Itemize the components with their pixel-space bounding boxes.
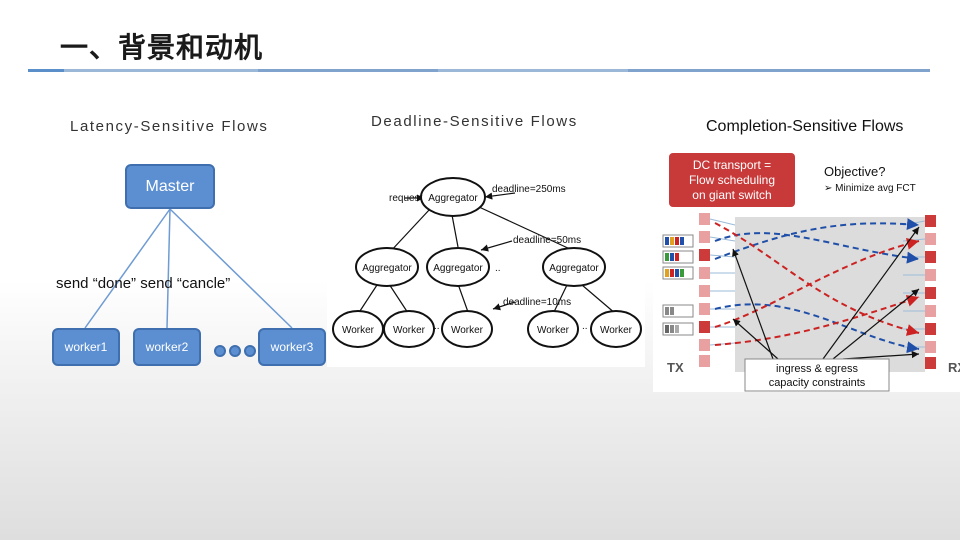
switch-fabric (735, 217, 925, 372)
constraint-line: capacity constraints (769, 377, 866, 389)
worker-label: Worker (451, 325, 484, 336)
worker2-node: worker2 (133, 328, 201, 366)
latency-heading: Latency-Sensitive Flows (70, 118, 269, 135)
objective-title: Objective? (824, 164, 885, 179)
tx-label: TX (667, 360, 684, 375)
master-node: Master (125, 164, 215, 209)
aggregator-label: Aggregator (549, 263, 599, 274)
flow-blue (714, 218, 920, 260)
send-messages-label: send “done” send “cancle” (56, 275, 231, 292)
ellipsis-label: .. (495, 263, 501, 274)
deadline-250-label: deadline=250ms (492, 184, 566, 195)
rx-label: RX (948, 360, 960, 375)
constraint-line: ingress & egress (776, 363, 858, 375)
deadline-10-label: deadline=10ms (503, 297, 571, 308)
worker1-node: worker1 (52, 328, 120, 366)
deadline-heading: Deadline-Sensitive Flows (371, 113, 578, 130)
ellipsis-dot (214, 345, 226, 357)
giant-switch-panel: DC transport = Flow scheduling on giant … (653, 149, 960, 392)
dc-box-line: Flow scheduling (689, 173, 775, 187)
aggregator-label: Aggregator (362, 263, 412, 274)
dc-transport-box (669, 153, 795, 207)
worker3-node: worker3 (258, 328, 326, 366)
title-divider (28, 69, 930, 72)
tx-ports (699, 213, 710, 367)
flow-red (714, 295, 920, 346)
slide-title: 一、背景和动机 (60, 31, 264, 64)
ellipsis-dot (229, 345, 241, 357)
aggregator-tree: request Aggregator deadline=250ms deadli… (332, 177, 642, 348)
constraint-box (744, 358, 890, 392)
objective-item: ➢ Minimize avg FCT (824, 183, 916, 194)
giant-switch-figure: DC transport = Flow scheduling on giant … (662, 153, 960, 392)
worker-label: Worker (537, 325, 570, 336)
deadline-50-label: deadline=50ms (513, 235, 581, 246)
dc-box-line: DC transport = (693, 158, 771, 172)
ellipsis-label: .. (434, 321, 440, 332)
deadline-tree-panel: request Aggregator deadline=250ms deadli… (327, 157, 645, 367)
rx-ports (925, 215, 936, 369)
ellipsis-dot (244, 345, 256, 357)
top-aggregator-label: Aggregator (428, 193, 478, 204)
dc-box-line: on giant switch (692, 188, 771, 202)
completion-heading: Completion-Sensitive Flows (706, 118, 904, 135)
worker-label: Worker (393, 325, 426, 336)
flow-blue (714, 303, 920, 354)
ellipsis-label: .. (582, 321, 588, 332)
worker-label: Worker (600, 325, 633, 336)
tx-queues (662, 234, 694, 336)
worker-label: Worker (342, 325, 375, 336)
aggregator-label: Aggregator (433, 263, 483, 274)
request-label: request (389, 193, 423, 204)
